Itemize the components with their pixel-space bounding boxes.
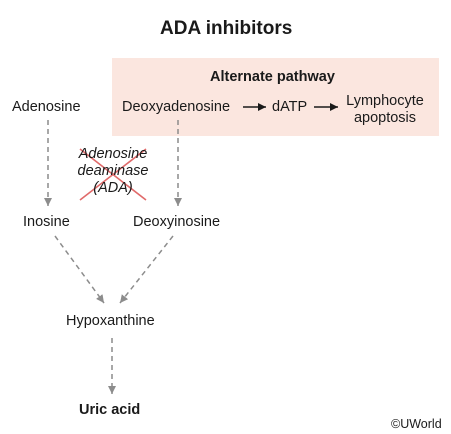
enzyme-label: Adenosine deaminase (ADA): [72, 146, 154, 197]
alternate-pathway-heading: Alternate pathway: [210, 69, 335, 85]
node-datp: dATP: [272, 99, 308, 115]
arrow-deoxyinosine-to-hypoxanthine: [119, 235, 174, 304]
node-adenosine: Adenosine: [12, 99, 81, 115]
node-inosine: Inosine: [23, 214, 70, 230]
enzyme-line-1: Adenosine: [78, 146, 148, 162]
apoptosis-line-2: apoptosis: [353, 110, 417, 126]
node-deoxyinosine: Deoxyinosine: [133, 214, 221, 230]
diagram-title: ADA inhibitors: [160, 18, 293, 39]
alternate-pathway-box: [112, 58, 439, 136]
node-deoxyadenosine: Deoxyadenosine: [122, 99, 231, 115]
copyright-notice: ©UWorld: [391, 417, 442, 431]
arrow-inosine-to-hypoxanthine: [54, 235, 105, 304]
node-hypoxanthine: Hypoxanthine: [66, 313, 155, 329]
node-lymphocyte-apoptosis: Lymphocyte apoptosis: [343, 93, 427, 127]
node-uric-acid: Uric acid: [79, 402, 141, 418]
apoptosis-line-1: Lymphocyte: [346, 93, 424, 109]
enzyme-cross-stroke-2: [79, 148, 147, 201]
enzyme-line-3: (ADA): [93, 180, 133, 196]
enzyme-line-2: deaminase: [77, 163, 149, 179]
